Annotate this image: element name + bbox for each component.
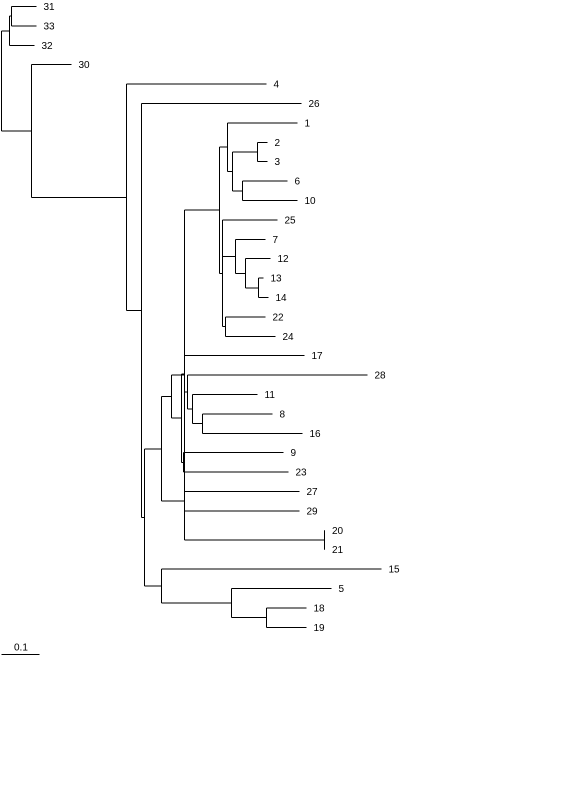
leaf-label: 18 <box>314 603 326 614</box>
leaf-label: 19 <box>314 623 326 634</box>
leaf-label: 4 <box>274 80 280 91</box>
leaf-label: 5 <box>339 584 345 595</box>
leaf-label: 15 <box>389 565 401 576</box>
leaf-label: 8 <box>280 409 286 420</box>
tree-leaf-labels: 3133323042612361025712131422241728118169… <box>42 2 401 634</box>
leaf-label: 30 <box>79 60 91 71</box>
leaf-label: 17 <box>312 351 324 362</box>
leaf-label: 26 <box>309 99 321 110</box>
leaf-label: 25 <box>285 215 297 226</box>
leaf-label: 6 <box>295 177 301 188</box>
leaf-label: 32 <box>42 41 54 52</box>
scale-bar-label: 0.1 <box>14 643 28 654</box>
leaf-label: 11 <box>265 390 276 401</box>
leaf-label: 9 <box>291 448 297 459</box>
leaf-label: 24 <box>283 332 295 343</box>
tree-branches <box>1 6 382 628</box>
leaf-label: 33 <box>44 21 56 32</box>
leaf-label: 13 <box>271 274 283 285</box>
leaf-label: 2 <box>275 138 281 149</box>
leaf-label: 28 <box>375 371 387 382</box>
leaf-label: 12 <box>278 254 290 265</box>
leaf-label: 23 <box>296 468 308 479</box>
leaf-label: 16 <box>310 429 322 440</box>
leaf-label: 10 <box>305 196 317 207</box>
leaf-label: 1 <box>305 118 311 129</box>
leaf-label: 21 <box>332 545 344 556</box>
leaf-label: 20 <box>332 526 344 537</box>
leaf-label: 31 <box>44 2 56 13</box>
leaf-label: 27 <box>307 487 319 498</box>
leaf-label: 3 <box>275 157 281 168</box>
leaf-label: 14 <box>276 293 288 304</box>
leaf-label: 22 <box>273 312 285 323</box>
scale-bar: 0.1 <box>1 643 40 655</box>
leaf-label: 7 <box>273 235 279 246</box>
leaf-label: 29 <box>307 506 319 517</box>
